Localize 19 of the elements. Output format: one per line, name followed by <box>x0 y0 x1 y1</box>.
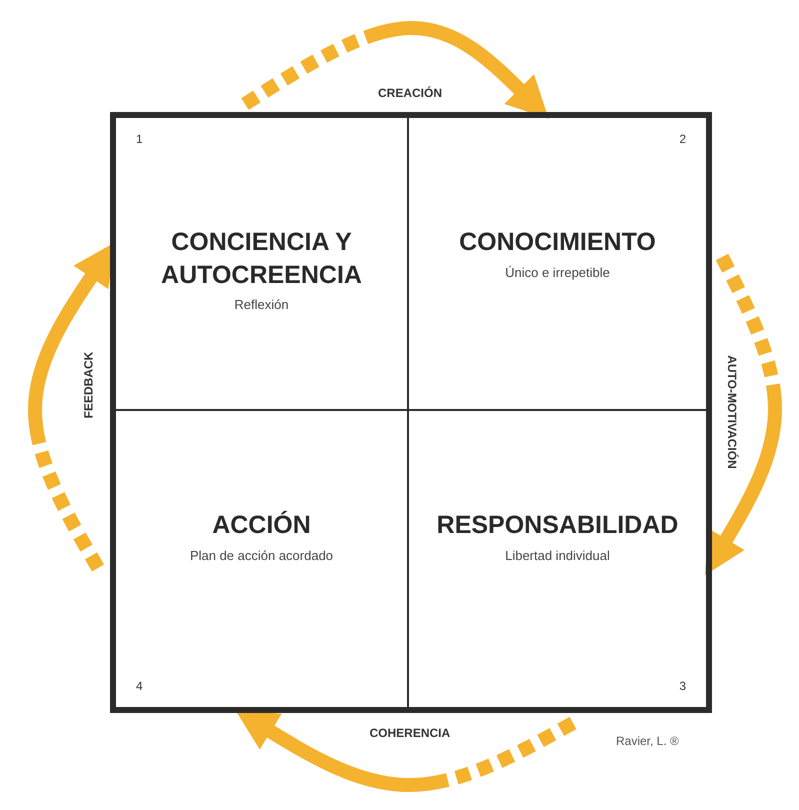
quadrant-number: 1 <box>136 132 143 146</box>
quadrant-heading: CONCIENCIA Y AUTOCREENCIA <box>160 227 363 290</box>
quadrant-subtitle: Reflexión <box>234 297 289 312</box>
quadrant-heading: CONOCIMIENTO <box>458 227 657 258</box>
cycle-arrow <box>241 21 549 119</box>
quadrant-number: 2 <box>679 132 686 146</box>
quadrant-subtitle: Plan de acción acordado <box>190 548 334 562</box>
quadrant-box <box>408 112 712 410</box>
quadrant-heading: RESPONSABILIDAD <box>436 510 680 541</box>
quadrant-box <box>110 410 408 713</box>
quadrant-number: 4 <box>136 679 143 693</box>
quadrant-number: 3 <box>679 679 686 693</box>
quadrant-heading: ACCIÓN <box>211 510 312 541</box>
quadrant-box <box>110 112 408 410</box>
quadrant-subtitle: Libertad individual <box>505 548 610 562</box>
quadrant-subtitle: Único e irrepetible <box>505 264 610 280</box>
quadrant-box <box>408 410 712 713</box>
author-credit: Ravier, L. ® <box>616 734 679 748</box>
cycle-arrow <box>704 254 782 576</box>
